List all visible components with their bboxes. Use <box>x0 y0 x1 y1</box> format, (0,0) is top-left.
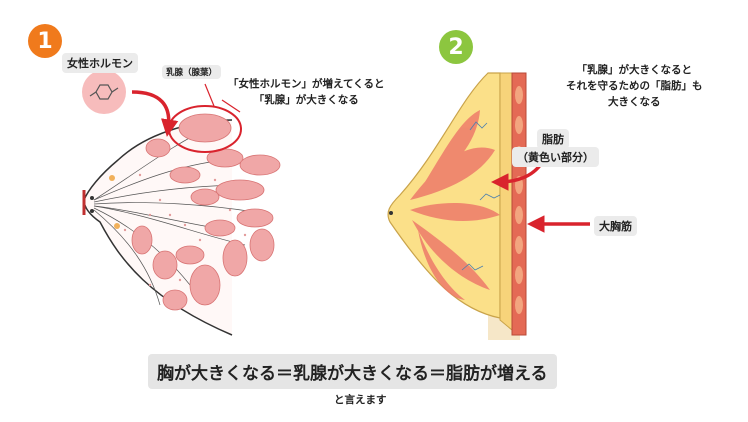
panel1-note-line2: 「乳腺」が大きくなる <box>253 94 359 106</box>
panel2-note-line1: 「乳腺」が大きくなると <box>576 64 693 76</box>
hormone-arrow <box>131 90 179 137</box>
panel1-note: 「女性ホルモン」が増えてくると 「乳腺」が大きくなる <box>228 76 384 108</box>
breast-cross-section-2 <box>387 72 527 340</box>
fat-label: 脂肪 <box>537 129 569 149</box>
panel2-note-line3: 大きくなる <box>608 96 661 108</box>
panel2-note: 「乳腺」が大きくなると それを守るための「脂肪」も 大きくなる <box>566 62 703 110</box>
panel1-note-line1: 「女性ホルモン」が増えてくると <box>228 78 385 90</box>
breast-cross-section-1 <box>82 83 281 336</box>
summary-headline: 胸が大きくなる＝乳腺が大きくなる＝脂肪が増える <box>148 354 557 389</box>
step-badge-2: 2 <box>439 30 473 64</box>
step-badge-1: 1 <box>28 24 62 58</box>
fat-sub-label: （黄色い部分） <box>512 147 599 167</box>
gland-tissue <box>410 110 500 300</box>
panel2-note-line2: それを守るための「脂肪」も <box>566 80 703 92</box>
muscle-label: 大胸筋 <box>594 216 637 236</box>
mammary-lobules <box>131 113 281 311</box>
pectoral-muscle <box>511 72 527 336</box>
hormone-molecule-icon <box>82 70 126 114</box>
summary-sub: と言えます <box>334 394 387 406</box>
lobule-label: 乳腺（腺葉） <box>162 65 222 79</box>
hormone-label: 女性ホルモン <box>62 53 138 73</box>
